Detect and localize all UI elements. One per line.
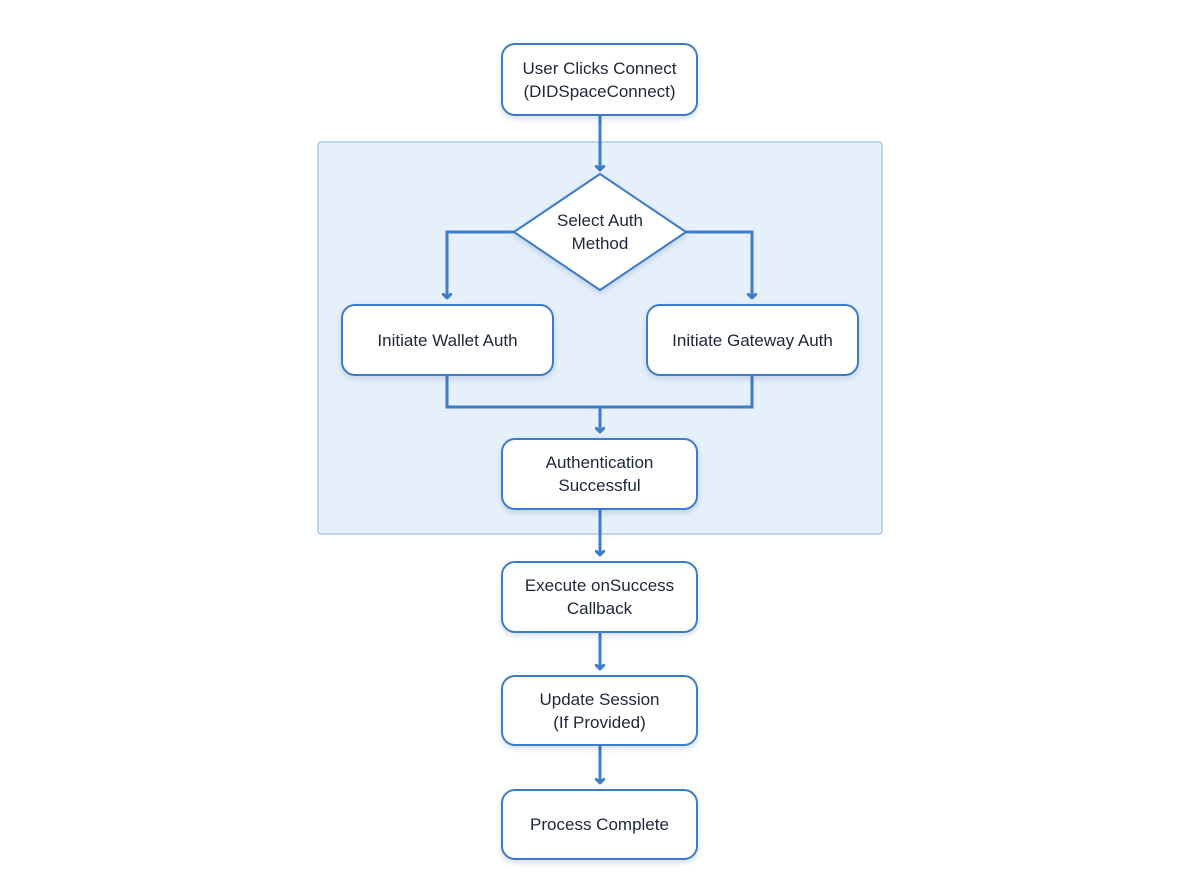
- on-success-label: Execute onSuccess Callback: [524, 576, 675, 618]
- update-session-label: Update Session (If Provided): [539, 689, 660, 732]
- gateway-auth-label: Initiate Gateway Auth: [672, 330, 833, 350]
- auth-success-label: Authentication Successful: [545, 453, 654, 495]
- auth-success-node: Authentication Successful: [501, 438, 698, 510]
- arrow-decision-to-wallet: [447, 230, 514, 298]
- decision-diamond: [513, 173, 687, 291]
- decision-label: Select Auth Method: [556, 211, 643, 253]
- arrow-decision-to-gateway: [686, 230, 752, 298]
- complete-node: Process Complete: [501, 789, 698, 860]
- gateway-auth-node: Initiate Gateway Auth: [646, 304, 859, 376]
- update-session-node: Update Session (If Provided): [501, 675, 698, 746]
- start-node-label: User Clicks Connect (DIDSpaceConnect): [522, 58, 677, 101]
- wallet-auth-label: Initiate Wallet Auth: [377, 330, 518, 350]
- wallet-auth-node: Initiate Wallet Auth: [341, 304, 554, 376]
- start-node: User Clicks Connect (DIDSpaceConnect): [501, 43, 698, 116]
- on-success-node: Execute onSuccess Callback: [501, 561, 698, 633]
- complete-label: Process Complete: [530, 815, 669, 834]
